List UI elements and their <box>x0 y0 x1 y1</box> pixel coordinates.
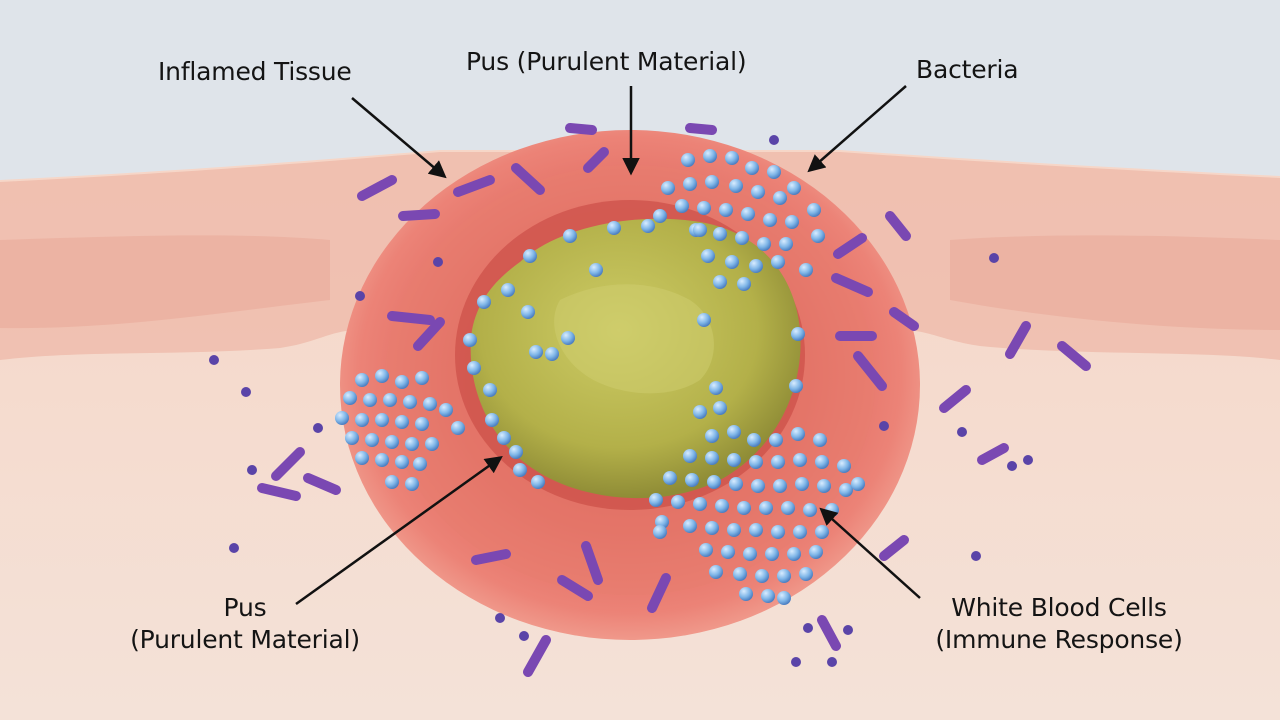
bacteria-group <box>257 123 1091 677</box>
white-blood-cells <box>335 149 865 605</box>
label-wbc-line2: (Immune Response) <box>935 625 1183 654</box>
label-pus-top-text: Pus (Purulent Material) <box>466 47 747 76</box>
label-wbc-line1: White Blood Cells <box>951 593 1167 622</box>
label-inflamed-tissue-text: Inflamed Tissue <box>158 57 352 86</box>
label-pus-bottom: Pus (Purulent Material) <box>112 592 378 656</box>
arrow-inflamed-tissue <box>351 97 447 179</box>
label-pus-bottom-line2: (Purulent Material) <box>130 625 360 654</box>
bacteria-cocci <box>209 135 1033 667</box>
arrow-white-blood-cells <box>819 507 921 599</box>
label-white-blood-cells: White Blood Cells (Immune Response) <box>918 592 1200 656</box>
label-bacteria-text: Bacteria <box>916 55 1019 84</box>
label-pus-top: Pus (Purulent Material) <box>466 46 747 78</box>
label-inflamed-tissue: Inflamed Tissue <box>158 56 352 88</box>
arrow-bacteria <box>807 85 907 173</box>
pointer-arrows <box>295 85 921 606</box>
arrow-pus-bottom <box>295 455 503 606</box>
label-bacteria: Bacteria <box>916 54 1019 86</box>
label-pus-bottom-line1: Pus <box>223 593 267 622</box>
